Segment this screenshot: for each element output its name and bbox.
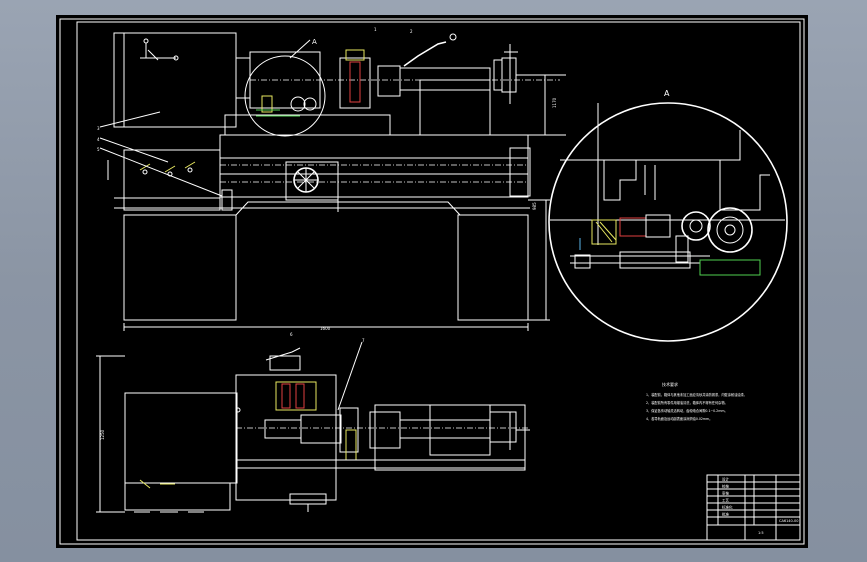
title-block-row: 审核 — [722, 491, 730, 496]
part-balloon: 4 — [97, 137, 100, 142]
detail-a-circle — [548, 102, 788, 342]
dimension-length: 1600 — [320, 326, 331, 331]
note-line: 3、保证各传动轴灵活转动，齿轮啮合间隙0.1~0.2mm。 — [646, 408, 728, 413]
title-block-drawing-no: CA6140-00 — [779, 519, 798, 523]
detail-marker-label: A — [312, 38, 317, 46]
title-block-row: 工艺 — [722, 498, 730, 503]
front-view — [99, 32, 566, 331]
dimension-bed: 985 — [532, 202, 537, 210]
note-line: 1、装配前，箱体与其他未加工面应清砂并涂防锈漆，内壁涂耐油油漆。 — [646, 392, 747, 397]
dimension-height: 1170 — [552, 97, 557, 108]
title-block-row: 设计 — [722, 477, 730, 482]
title-block-text: 设计 校核 审核 工艺 标准化 批准 CA6140-00 1:5 — [722, 477, 798, 536]
detail-view-a — [548, 102, 788, 342]
part-balloon: 6 — [290, 332, 293, 337]
title-block-row: 标准化 — [722, 505, 733, 510]
title-block — [706, 474, 801, 541]
part-balloon: 1 — [374, 27, 377, 32]
title-block-row: 批准 — [722, 512, 730, 517]
part-balloon: 5 — [97, 147, 100, 152]
part-balloon: 7 — [362, 338, 365, 343]
note-line: 4、各导轨面及运动副表面涂润滑油0.02mm。 — [646, 416, 712, 421]
dimension-width: 1250 — [100, 429, 105, 440]
plan-headstock — [124, 392, 238, 484]
outer-border — [59, 18, 805, 545]
notes-title: 技术要求 — [662, 381, 678, 387]
detail-circle-a — [244, 55, 326, 137]
title-block-scale: 1:5 — [758, 531, 764, 535]
technical-notes: 技术要求 1、装配前，箱体与其他未加工面应清砂并涂防锈漆，内壁涂耐油油漆。 2、… — [646, 381, 747, 421]
note-line: 2、装配前所有零件用煤油清洗，箱体内不得有任何杂物。 — [646, 400, 728, 405]
part-balloon: 3 — [97, 126, 100, 131]
base-leg-left — [123, 214, 237, 321]
detail-title-label: A — [664, 89, 670, 98]
plan-view — [96, 341, 530, 513]
part-balloon: 2 — [410, 29, 413, 34]
title-block-row: 校核 — [722, 484, 730, 489]
inner-frame — [76, 21, 801, 541]
